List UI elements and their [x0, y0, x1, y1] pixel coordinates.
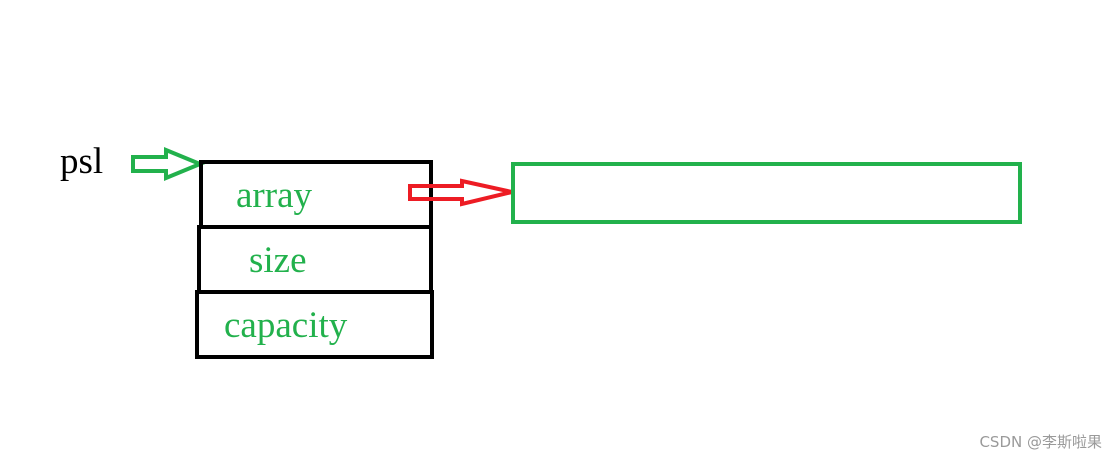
field-box-size	[197, 225, 433, 294]
field-label-size: size	[249, 240, 307, 281]
array-memory-block	[511, 162, 1022, 224]
field-box-capacity	[195, 290, 434, 359]
struct-box	[195, 160, 434, 359]
field-label-array: array	[236, 175, 312, 216]
pointer-label: psl	[60, 141, 103, 182]
array-pointer-arrow	[408, 178, 513, 207]
field-label-capacity: capacity	[224, 305, 348, 346]
pointer-arrow	[131, 147, 206, 181]
watermark-text: CSDN @李斯啦果	[979, 433, 1102, 451]
